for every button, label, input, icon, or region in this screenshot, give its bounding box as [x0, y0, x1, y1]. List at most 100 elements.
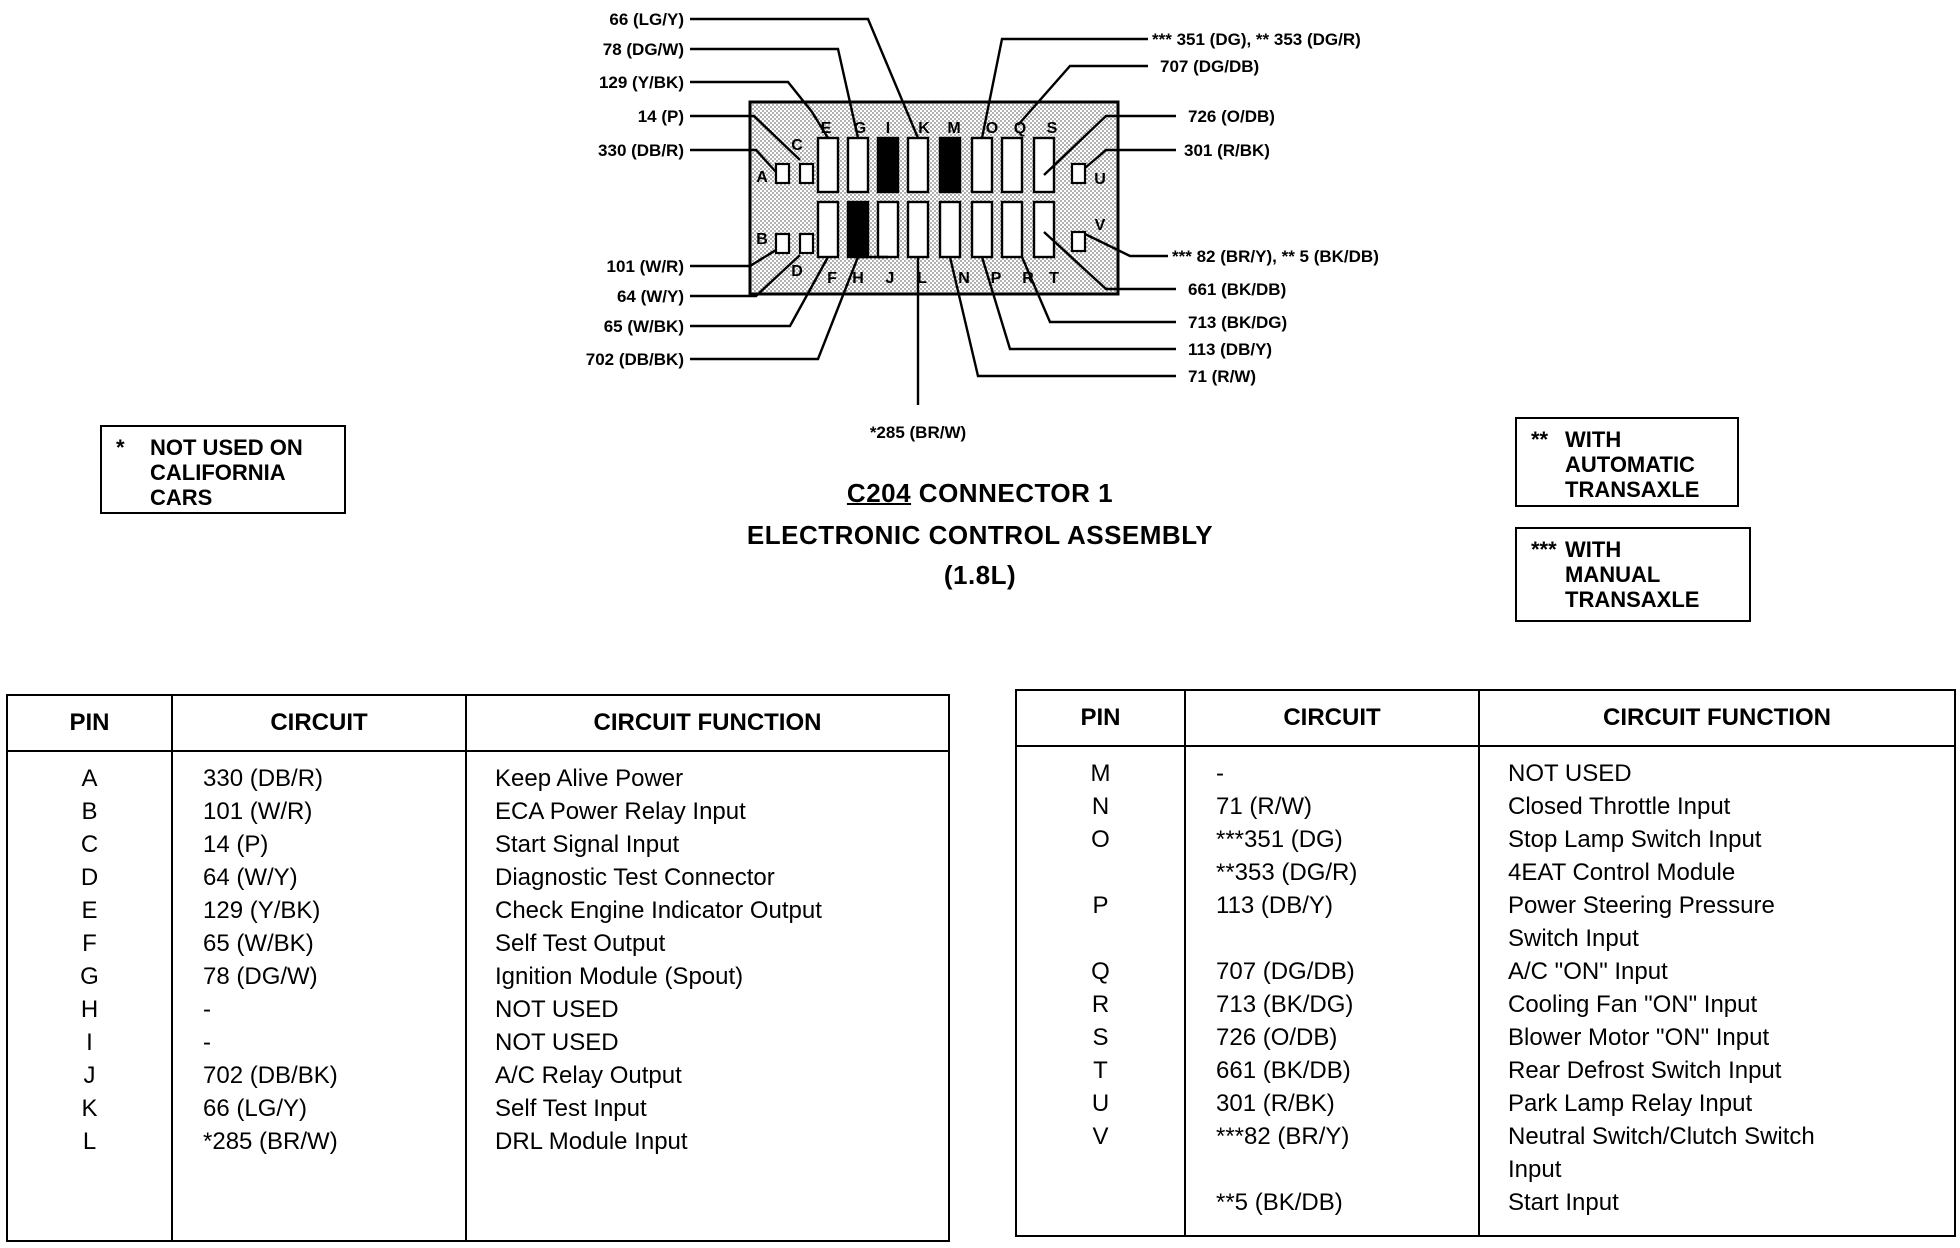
leader-O: [980, 37, 1148, 139]
cavity-S: [1032, 136, 1056, 194]
circuit-cell: -: [1184, 746, 1480, 790]
circuit-cell: 726 (O/DB): [1184, 1021, 1480, 1054]
pin-cell: [1015, 922, 1186, 955]
note-manual-transaxle: ***WITH MANUAL TRANSAXLE: [1515, 527, 1751, 622]
circuit-cell: [1184, 922, 1480, 955]
leader-E: [690, 80, 830, 139]
empty-cell: [1478, 1219, 1956, 1236]
leader-Q: [1017, 64, 1148, 126]
function-cell: Blower Motor "ON" Input: [1478, 1021, 1956, 1054]
diagram-subtitle: ELECTRONIC CONTROL ASSEMBLY: [746, 520, 1214, 550]
function-cell: Park Lamp Relay Input: [1478, 1087, 1956, 1120]
pin-cavities: [774, 136, 1087, 259]
circuit-cell: 702 (DB/BK): [171, 1059, 467, 1092]
circuit-cell: 713 (BK/DG): [1184, 988, 1480, 1021]
connector-id: C204: [846, 478, 912, 508]
pin-cell: I: [6, 1026, 173, 1059]
pin-letter-U: U: [1094, 171, 1106, 188]
circuit-cell: 330 (DB/R): [171, 751, 467, 795]
cavity-G: [846, 136, 870, 194]
function-cell: A/C "ON" Input: [1478, 955, 1956, 988]
diagram-engine: (1.8L): [943, 560, 1017, 590]
callout-K: 66 (LG/Y): [609, 10, 684, 29]
leader-N: [948, 256, 1176, 378]
circuit-cell: 66 (LG/Y): [171, 1092, 467, 1125]
pin-letter-J: J: [886, 270, 895, 287]
circuit-cell: 113 (DB/Y): [1184, 889, 1480, 922]
pin-cell: K: [6, 1092, 173, 1125]
cavity-Q: [1000, 136, 1024, 194]
pin-cell: [1015, 856, 1186, 889]
table-row: Input: [1015, 1153, 1956, 1186]
pin-letter-M: M: [947, 120, 960, 137]
cavity-C: [798, 162, 815, 185]
callout-N: 71 (R/W): [1188, 367, 1256, 386]
cavity-L: [906, 200, 930, 259]
table-row: O***351 (DG)Stop Lamp Switch Input: [1015, 823, 1956, 856]
leader-J: [690, 255, 888, 361]
pin-letter-P: P: [991, 270, 1002, 287]
pin-cell: [1015, 1153, 1186, 1186]
function-cell: Check Engine Indicator Output: [465, 894, 950, 927]
function-cell: Rear Defrost Switch Input: [1478, 1054, 1956, 1087]
function-cell: Start Signal Input: [465, 828, 950, 861]
leader-U: [1084, 148, 1176, 169]
table-row: V***82 (BR/Y)Neutral Switch/Clutch Switc…: [1015, 1120, 1956, 1153]
function-cell: Switch Input: [1478, 922, 1956, 955]
table-filler-row: [6, 1158, 950, 1241]
leader-P: [980, 256, 1176, 351]
header-pin: PIN: [6, 695, 173, 752]
function-cell: Power Steering Pressure: [1478, 889, 1956, 922]
callout-G: 78 (DG/W): [603, 40, 684, 59]
circuit-callouts: 66 (LG/Y)78 (DG/W)129 (Y/BK)14 (P)330 (D…: [586, 10, 1379, 442]
pin-cell: [1015, 1186, 1186, 1219]
circuit-cell: **5 (BK/DB): [1184, 1186, 1480, 1219]
header-function: CIRCUIT FUNCTION: [1478, 690, 1956, 747]
empty-cell: [1015, 1219, 1186, 1236]
function-cell: Cooling Fan "ON" Input: [1478, 988, 1956, 1021]
pin-letter-E: E: [821, 120, 832, 137]
circuit-cell: ***351 (DG): [1184, 823, 1480, 856]
pin-cell: R: [1015, 988, 1186, 1021]
cavity-M: [938, 136, 962, 194]
circuit-cell: ***82 (BR/Y): [1184, 1120, 1480, 1153]
table-row: I-NOT USED: [6, 1026, 950, 1059]
function-cell: Ignition Module (Spout): [465, 960, 950, 993]
circuit-cell: 78 (DG/W): [171, 960, 467, 993]
function-cell: Self Test Input: [465, 1092, 950, 1125]
circuit-cell: 301 (R/BK): [1184, 1087, 1480, 1120]
diagram-title: C204 CONNECTOR 1: [846, 478, 1114, 508]
pin-letter-I: I: [886, 120, 890, 137]
circuit-cell: 661 (BK/DB): [1184, 1054, 1480, 1087]
leader-D: [690, 254, 801, 298]
callout-D: 64 (W/Y): [617, 287, 684, 306]
leader-lines: [690, 17, 1176, 405]
pin-letter-L: L: [917, 270, 927, 287]
cavity-P: [970, 200, 994, 259]
pin-cell: Q: [1015, 955, 1186, 988]
leader-T: [1043, 231, 1176, 291]
function-cell: Start Input: [1478, 1186, 1956, 1219]
leader-V: [1084, 232, 1168, 258]
callout-R: 713 (BK/DG): [1188, 313, 1287, 332]
pin-cell: A: [6, 751, 173, 795]
pin-letter-Q: Q: [1014, 120, 1026, 137]
pin-cell: V: [1015, 1120, 1186, 1153]
leader-C: [690, 114, 801, 161]
function-cell: Diagnostic Test Connector: [465, 861, 950, 894]
function-cell: DRL Module Input: [465, 1125, 950, 1158]
cavity-J: [876, 200, 900, 259]
callout-A: 330 (DB/R): [598, 141, 684, 160]
pin-cell: C: [6, 828, 173, 861]
